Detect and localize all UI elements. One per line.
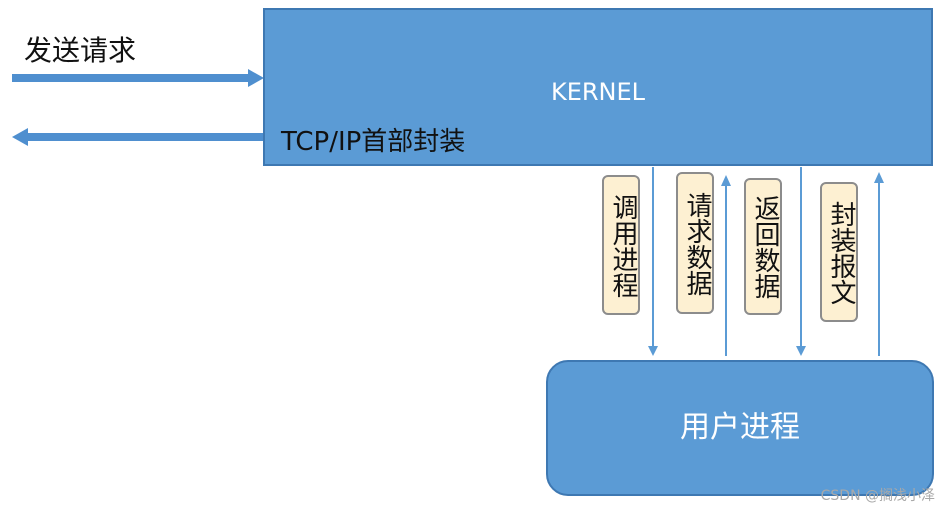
return-data-arrow — [796, 167, 806, 356]
packet-arrow — [874, 172, 884, 356]
call-process-arrow — [648, 167, 658, 356]
call-process-tag: 调用进程 — [602, 175, 640, 315]
kernel-box: KERNEL TCP/IP首部封装 — [263, 8, 933, 166]
kernel-title: KERNEL — [550, 78, 646, 106]
packet-tag: 封装报文 — [820, 182, 858, 322]
user-process-box: 用户进程 — [546, 360, 934, 496]
user-process-title: 用户进程 — [680, 410, 800, 445]
request-data-tag: 请求数据 — [676, 172, 714, 314]
send-request-label: 发送请求 — [24, 34, 137, 67]
watermark: CSDN @搁浅小泽 — [820, 488, 935, 504]
send-request-arrow — [12, 69, 264, 87]
return-data-tag: 返回数据 — [744, 178, 782, 315]
tcp-ip-label: TCP/IP首部封装 — [281, 127, 466, 157]
response-arrow — [12, 128, 263, 146]
request-data-arrow — [721, 175, 731, 356]
